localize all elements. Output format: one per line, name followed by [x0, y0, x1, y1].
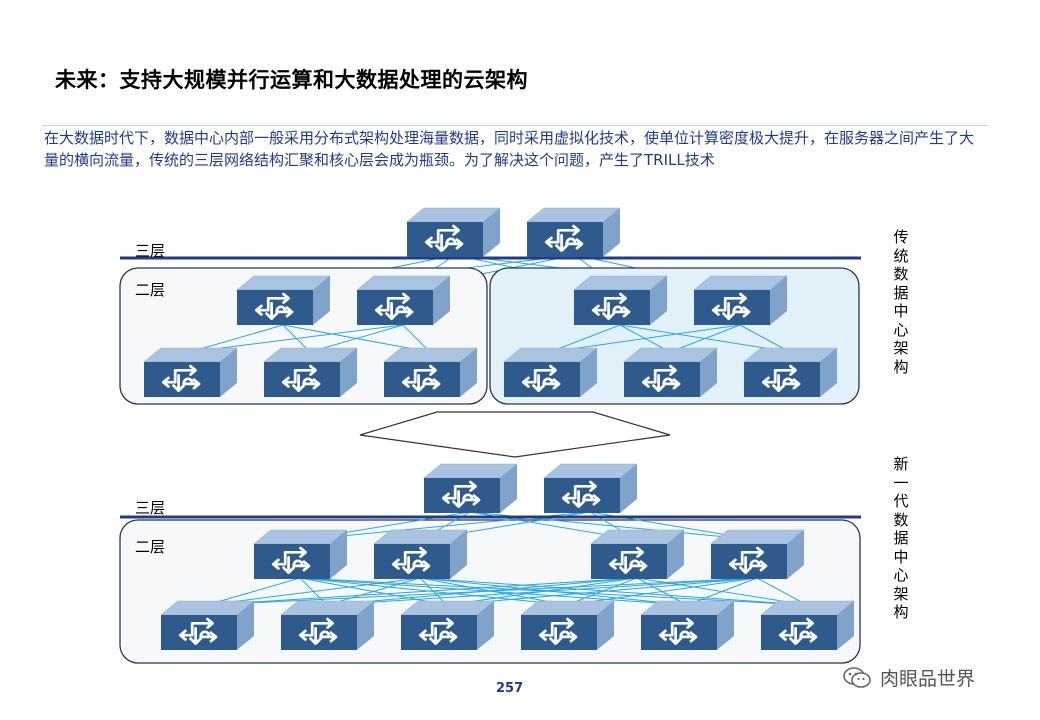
traditional-access-switch [623, 347, 718, 397]
traditional-side-label: 传统数据中心架构 [893, 228, 909, 376]
traditional-aggregation-switch [236, 275, 331, 325]
traditional-aggregation-switch [693, 275, 788, 325]
new-gen-leaf-switch [280, 600, 375, 650]
traditional-access-switch [263, 347, 358, 397]
new-gen-spine-switch [710, 529, 805, 579]
new-gen-layer3-label: 三层 [135, 499, 166, 517]
new-mesh-links [206, 577, 808, 606]
page-title: 未来：支持大规模并行运算和大数据处理的云架构 [55, 68, 528, 92]
description-text: 在大数据时代下，数据中心内部一般采用分布式架构处理海量数据，同时采用虚拟化技术，… [44, 129, 975, 169]
traditional-access-switch [383, 347, 478, 397]
new-gen-core-switch [423, 463, 518, 513]
traditional-access-switch [503, 347, 598, 397]
watermark-text: 肉眼品世界 [880, 668, 976, 690]
new-gen-leaf-switch [400, 600, 495, 650]
new-gen-leaf-switch [640, 600, 735, 650]
new-gen-layer2-label: 二层 [135, 538, 166, 556]
aggregation-access-links-left [189, 324, 431, 353]
new-gen-spine-switch [253, 529, 348, 579]
traditional-aggregation-switch [356, 275, 451, 325]
new-gen-side-label: 新一代数据中心架构 [893, 455, 909, 621]
traditional-access-switch [143, 347, 238, 397]
traditional-aggregation-switch [573, 275, 668, 325]
wechat-icon [843, 666, 871, 688]
new-gen-leaf-switch [160, 600, 255, 650]
new-gen-spine-switch [373, 529, 468, 579]
aggregation-access-links-right [549, 324, 791, 353]
new-gen-leaf-switch [760, 600, 855, 650]
new-gen-leaf-switch [520, 600, 615, 650]
traditional-layer2-label: 二层 [135, 281, 166, 299]
page-number: 257 [496, 681, 524, 696]
traditional-core-switch [526, 207, 621, 257]
new-gen-spine-switch [590, 529, 685, 579]
traditional-layer3-label: 三层 [135, 242, 166, 260]
traditional-core-switch [406, 207, 501, 257]
traditional-access-switch [743, 347, 838, 397]
new-gen-core-switch [543, 463, 638, 513]
switch-devices [143, 207, 855, 650]
watermark: 肉眼品世界 [842, 664, 975, 691]
transition-arrow [359, 411, 671, 458]
title-divider [42, 125, 988, 126]
